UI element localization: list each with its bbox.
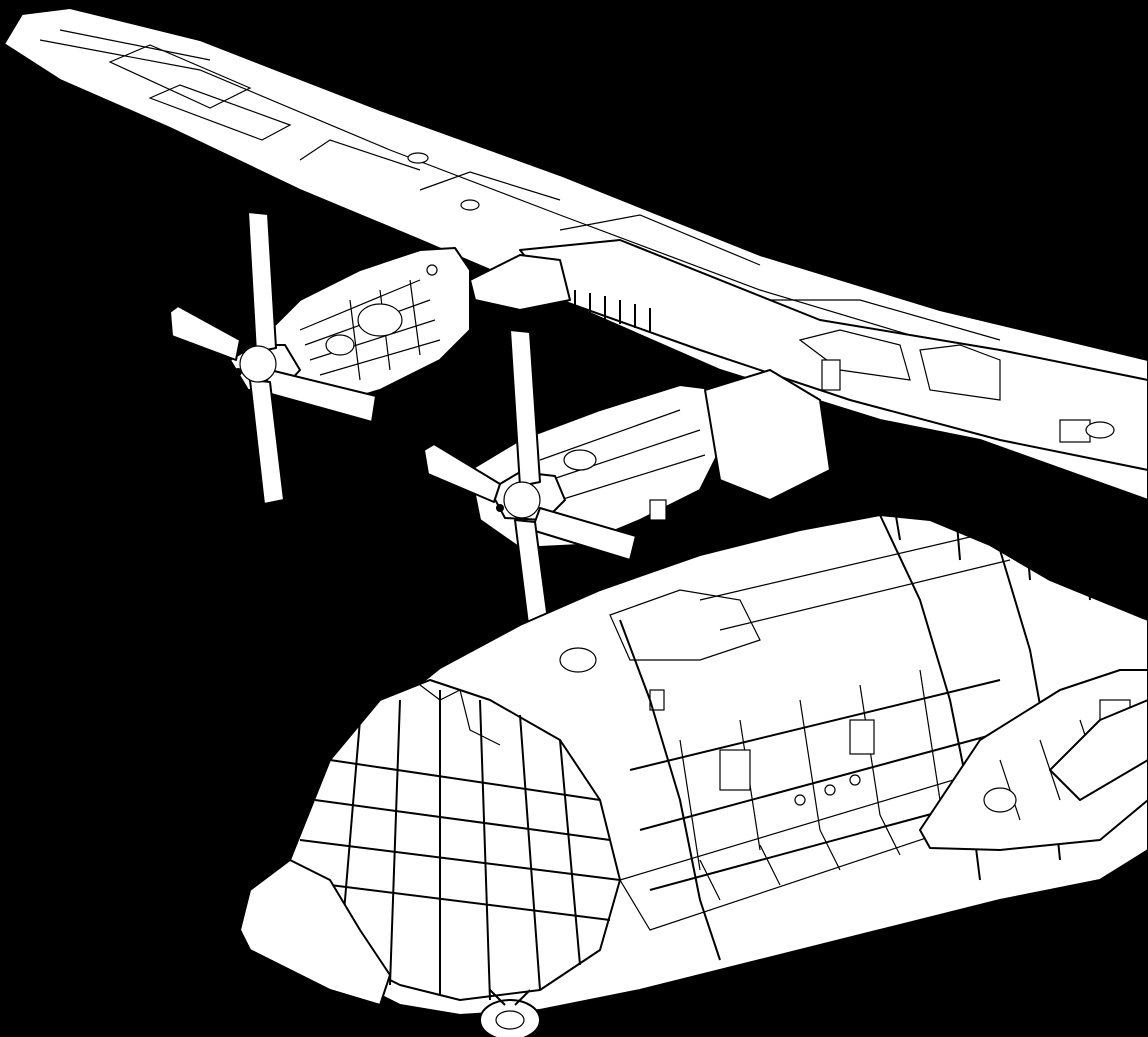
- main-gear-fairing: [919, 669, 1148, 851]
- fuselage: [239, 514, 1148, 1037]
- outboard-engine-nacelle: [229, 247, 571, 409]
- cargo-hold: [559, 529, 1041, 931]
- left-wing: [3, 7, 1148, 501]
- outboard-propeller: [169, 211, 377, 505]
- nose-gear: [479, 989, 541, 1037]
- wing-root-structure: [879, 419, 1148, 601]
